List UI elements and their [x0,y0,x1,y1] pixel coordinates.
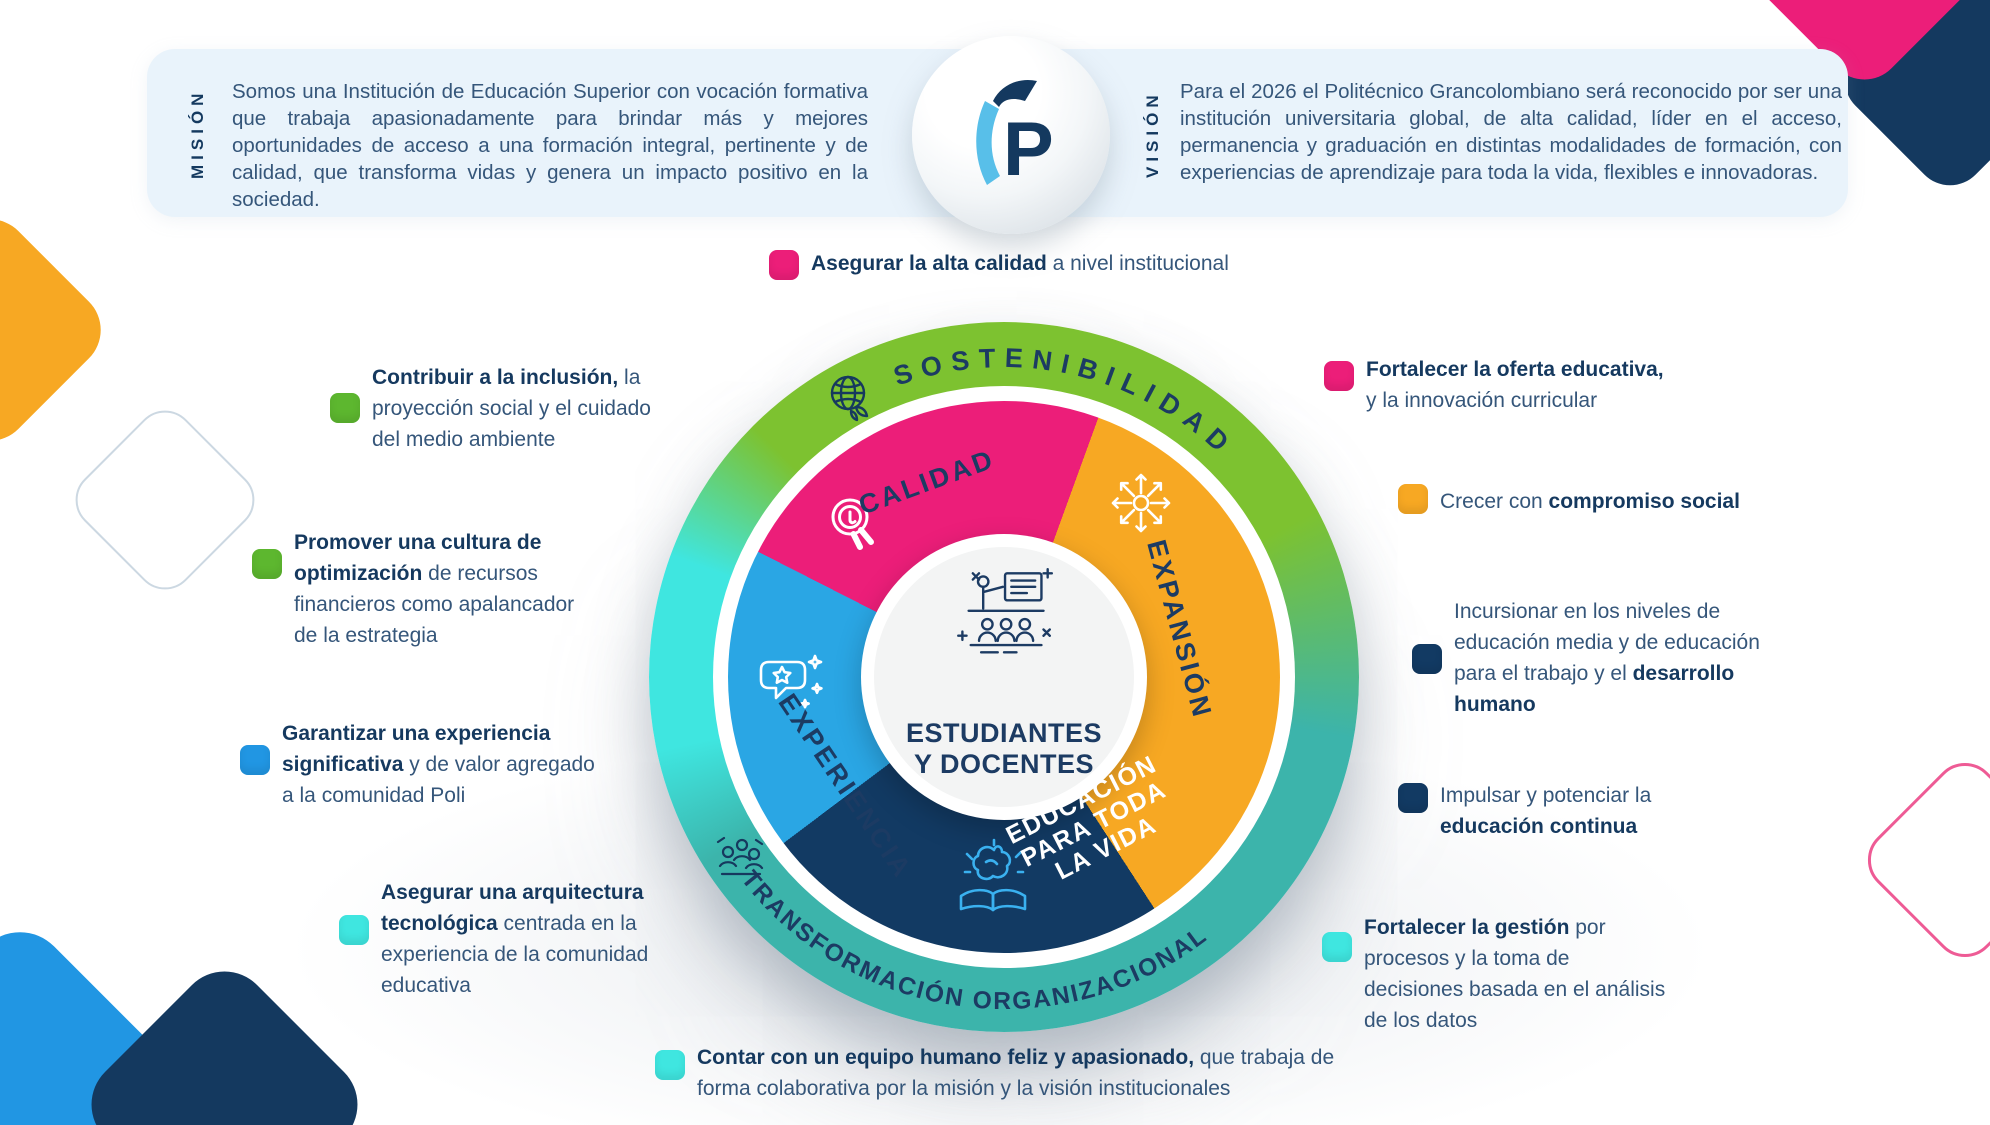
lifelong-learning-icon [959,838,1027,912]
goal-bullet-square [1324,361,1354,391]
goal-bullet-square [1398,783,1428,813]
goal-bullet-square [240,745,270,775]
goal-arquitectura-tecnologica: Asegurar una arquitectura tecnológica ce… [339,877,681,1001]
goal-bullet-square [1322,932,1352,962]
goal-inclusion: Contribuir a la inclusión, la proyección… [330,362,672,455]
goal-text: Asegurar una arquitectura tecnológica ce… [381,881,649,997]
goal-oferta-educativa: Fortalecer la oferta educativa, y la inn… [1324,354,1676,416]
goal-text: Impulsar y potenciar la educación contin… [1440,784,1652,838]
center-label-line1: ESTUDIANTES [905,718,1103,748]
goal-bullet-square [769,250,799,280]
goal-text: Promover una cultura de optimización de … [294,531,575,647]
vision-label: VISIÓN [1143,90,1162,178]
goal-educacion-continua: Impulsar y potenciar la educación contin… [1398,780,1700,842]
goal-experiencia-significativa: Garantizar una experiencia significativa… [240,718,597,811]
goal-equipo-humano: Contar con un equipo humano feliz y apas… [655,1042,1347,1104]
corner-shape-outline-left [63,398,267,602]
goal-alta-calidad: Asegurar la alta calidad a nivel institu… [769,248,1291,280]
logo-letter: P [1003,107,1054,192]
goal-bullet-square [1412,644,1442,674]
logo-p: P [976,79,1054,192]
goal-bullet-square [1398,484,1428,514]
goal-text: Garantizar una experiencia significativa… [282,722,595,807]
corner-shape-pink-outline-bottomright [1854,749,1990,971]
goal-text: Contribuir a la inclusión, la proyección… [372,366,651,451]
logo-swoosh-lightblue [976,101,1000,185]
corner-shape-orange-left [0,202,118,458]
globe-icon [830,375,869,422]
expansion-icon [1111,473,1171,533]
mission-text: Somos una Institución de Educación Super… [232,80,868,211]
medal-icon [831,498,874,550]
experience-icon [759,654,823,709]
mission-label: MISIÓN [188,88,207,180]
goal-bullet-square [330,393,360,423]
goal-text: Contar con un equipo humano feliz y apas… [697,1046,1335,1100]
people-group-icon [716,836,764,876]
goal-text: Asegurar la alta calidad a nivel institu… [811,252,1229,275]
center-label-line2: Y DOCENTES [913,749,1095,779]
strategy-wheel: SOSTENIBILIDAD TRANSFORMACIÓN ORGANIZACI… [649,322,1359,1032]
goal-text: Fortalecer la oferta educativa, y la inn… [1366,358,1664,412]
goal-compromiso-social: Crecer con compromiso social [1398,484,1840,517]
goal-gestion-procesos: Fortalecer la gestión por procesos y la … [1322,912,1674,1036]
goal-bullet-square [339,915,369,945]
goal-bullet-square [655,1050,685,1080]
students-teachers-icon [957,567,1054,654]
goal-optimizacion: Promover una cultura de optimización de … [252,527,579,651]
logo-sphere: P [912,36,1110,234]
center-label: ESTUDIANTES Y DOCENTES [649,718,1359,780]
goal-text: Fortalecer la gestión por procesos y la … [1364,916,1666,1032]
vision-text: Para el 2026 el Politécnico Grancolombia… [1180,80,1842,184]
goal-bullet-square [252,549,282,579]
goal-text: Incursionar en los niveles de educación … [1454,600,1760,716]
logo-flag-navy [993,79,1037,107]
goal-educacion-media: Incursionar en los niveles de educación … [1412,596,1774,720]
goal-text: Crecer con compromiso social [1440,490,1740,513]
